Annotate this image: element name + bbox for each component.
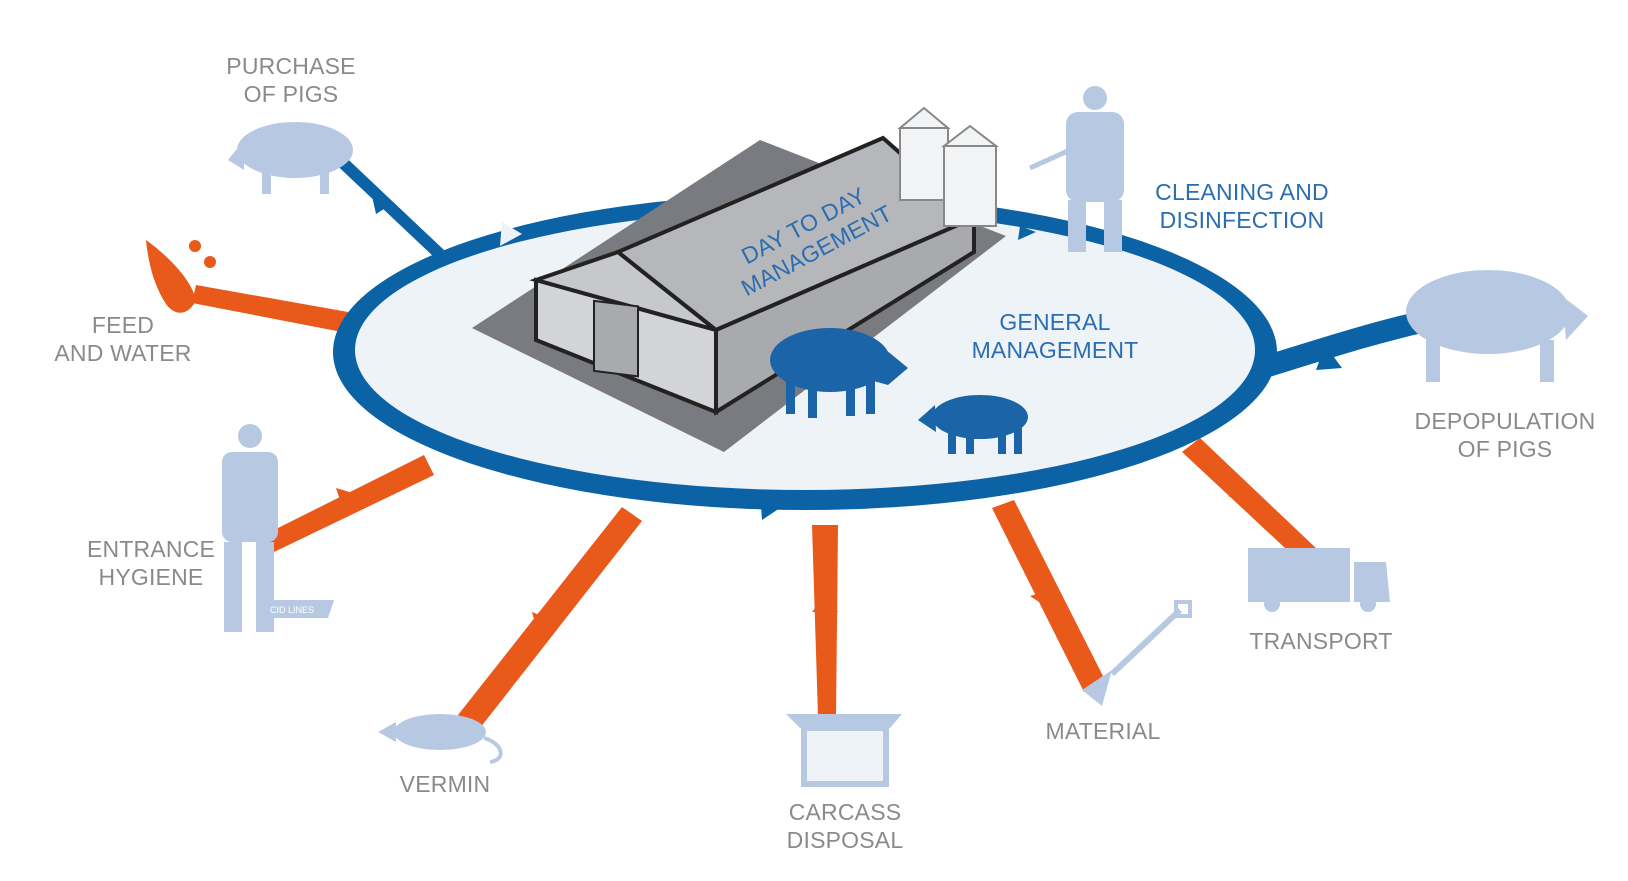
person-icon <box>222 424 278 632</box>
arrow-carcass <box>812 525 838 716</box>
arrow-feed <box>192 285 348 332</box>
pig-icon <box>1406 270 1588 382</box>
label-entrance-hygiene: ENTRANCE HYGIENE <box>86 536 216 590</box>
arrow-purchase-head <box>372 196 392 214</box>
ring-arrow-top <box>500 222 522 246</box>
silo-icon <box>897 106 999 227</box>
truck-icon <box>1248 548 1390 612</box>
carcass-box-icon <box>786 714 902 787</box>
label-feed-and-water: FEED AND WATER <box>54 312 192 366</box>
flame-icon <box>146 240 196 313</box>
logo-text: CID LINES <box>270 605 314 615</box>
farmer-spraying-icon <box>1028 86 1124 252</box>
arrow-purchase <box>335 155 453 267</box>
arrow-carcass-head <box>812 596 838 612</box>
arrow-material-head <box>1030 588 1056 608</box>
arrow-transport <box>1182 438 1318 562</box>
arrow-vermin <box>458 507 642 728</box>
label-cleaning-and-disinfection: CLEANING AND DISINFECTION <box>1155 179 1329 233</box>
label-material: MATERIAL <box>1045 718 1161 744</box>
label-carcass-disposal: CARCASS DISPOSAL <box>786 799 904 853</box>
inflow-arrows <box>192 285 1318 728</box>
label-transport: TRANSPORT <box>1249 628 1393 654</box>
pig-icon <box>228 122 353 194</box>
ring-arrow-bottom <box>760 492 786 520</box>
shovel-icon <box>1082 600 1192 706</box>
arrow-transport-head <box>1228 484 1248 504</box>
pig-icon <box>918 395 1028 454</box>
pig-icon <box>770 328 908 418</box>
arrow-entrance <box>266 455 434 552</box>
label-general-management: GENERAL MANAGEMENT <box>971 309 1139 363</box>
arrow-depopulation-head <box>1316 345 1342 370</box>
arrow-feed-head <box>240 297 262 310</box>
label-depopulation-of-pigs: DEPOPULATION OF PIGS <box>1414 408 1596 462</box>
arrow-vermin-head <box>532 612 552 634</box>
water-drops-icon <box>189 240 216 268</box>
label-purchase-of-pigs: PURCHASE OF PIGS <box>226 53 356 107</box>
arrow-entrance-head <box>336 488 356 506</box>
hygiene-mat: CID LINES <box>262 600 334 618</box>
label-vermin: VERMIN <box>399 771 491 797</box>
barn-icon <box>472 135 1006 452</box>
rat-icon <box>378 714 503 764</box>
ring-arrow-right <box>1018 226 1036 240</box>
